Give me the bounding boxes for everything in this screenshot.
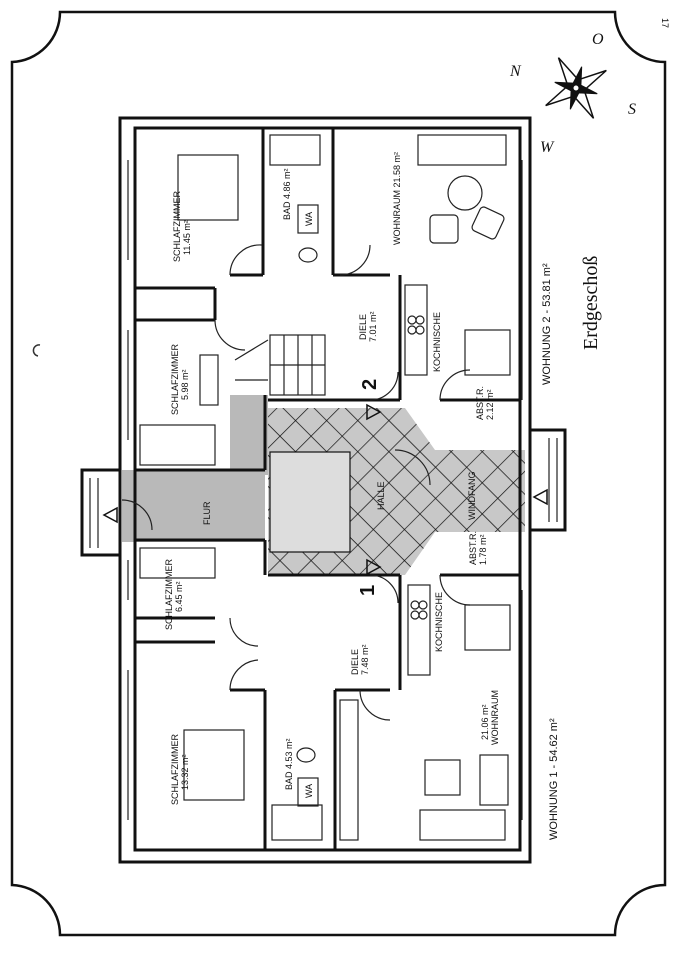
room-area: 21.06 m² (480, 704, 490, 740)
room-name: DIELE (350, 649, 360, 675)
room-area: 5.98 m² (180, 369, 190, 400)
room-name: WOHNRAUM 21.58 m² (392, 152, 402, 245)
room-area: 6.45 m² (174, 581, 184, 612)
compass-s: S (628, 101, 636, 118)
room-area: 7.48 m² (360, 644, 370, 675)
furniture (139, 134, 511, 841)
room-name: BAD 4.53 m² (284, 738, 294, 790)
room-area: 2.12 m² (485, 389, 495, 420)
room-area: 1.78 m² (478, 534, 488, 565)
room-name: SCHLAFZIMMER (170, 733, 180, 805)
room-name: SCHLAFZIMMER (164, 558, 174, 630)
apartment-2-labels: SCHLAFZIMMER 11.45 m² BAD 4.86 m² WA WOH… (170, 152, 553, 420)
room-area: 7.01 m² (368, 311, 378, 342)
apartment-2-label: WOHNUNG 2 - 53.81 m² (541, 263, 553, 385)
walls (80, 116, 567, 864)
room-name: BAD 4.86 m² (282, 168, 292, 220)
entrance-1-number: 1 (357, 585, 379, 596)
room-name: SCHLAFZIMMER (170, 343, 180, 415)
room-name: SCHLAFZIMMER (172, 190, 182, 262)
room-name: ABST.R. (475, 386, 485, 420)
entrance-markers (102, 403, 548, 576)
page-frame (10, 10, 667, 937)
windfang-label: WINDFANG (467, 472, 477, 521)
floor-title: Erdgeschoß (580, 256, 602, 350)
room-name: KOCHNISCHE (434, 592, 444, 652)
fixture-label: WA (304, 784, 314, 798)
compass-n: N (509, 63, 522, 80)
compass-w: W (540, 139, 555, 156)
room-name: DIELE (358, 314, 368, 340)
fixture-label: WA (304, 212, 314, 226)
room-name: KOCHNISCHE (432, 312, 442, 372)
page-number: 17 (660, 18, 670, 28)
apartment-1-labels: SCHLAFZIMMER 6.45 m² DIELE 7.48 m² KOCHN… (164, 531, 560, 840)
entrance-2-number: 2 (359, 379, 381, 390)
flur-area (122, 470, 265, 542)
compass-o: O (592, 31, 604, 48)
scan-mark (32, 344, 41, 357)
apartment-1-label: WOHNUNG 1 - 54.62 m² (548, 718, 560, 840)
windows (127, 160, 523, 820)
flur-label: FLUR (202, 501, 212, 525)
compass-rose-icon (545, 57, 607, 119)
staircase (234, 334, 326, 396)
room-area: 13.32 m² (180, 754, 190, 790)
halle-label: HALLE (376, 481, 386, 510)
room-name: WOHNRAUM (490, 690, 500, 745)
room-name: ABST.R. (468, 531, 478, 565)
room-area: 11.45 m² (182, 220, 192, 255)
door-swings (121, 244, 471, 721)
